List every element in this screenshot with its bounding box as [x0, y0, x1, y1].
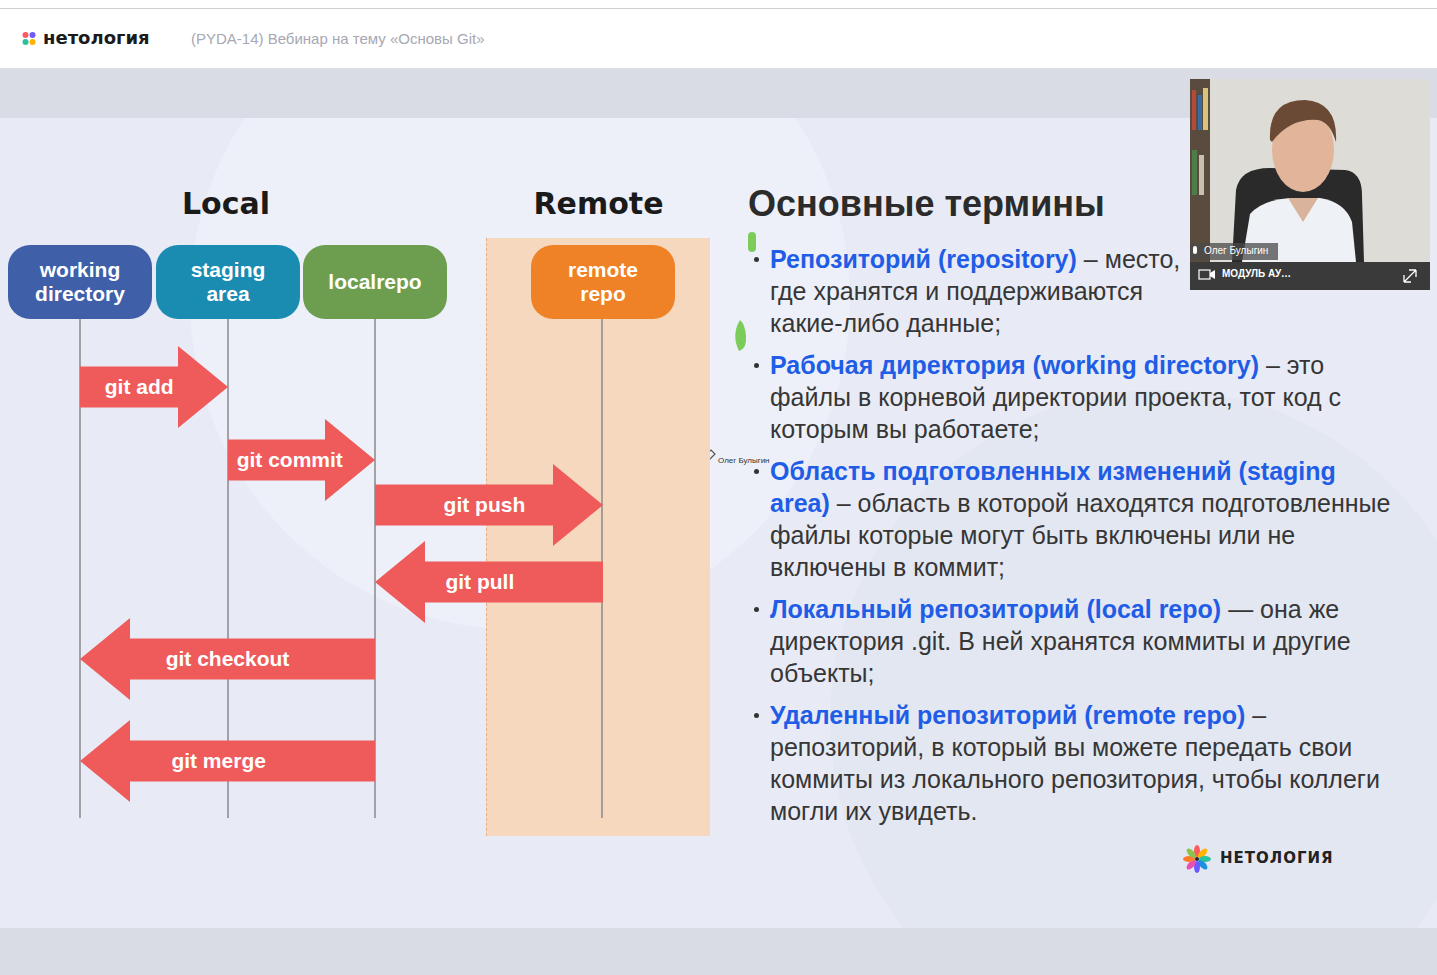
highlight-mark [735, 320, 746, 351]
bullet-dot [754, 713, 759, 718]
bullet-dot [754, 257, 759, 262]
term-name: Рабочая директория (working directory) [770, 351, 1259, 379]
command-arrow [375, 541, 603, 623]
term-name: Удаленный репозиторий (remote repo) [770, 701, 1245, 729]
region-heading: Remote [487, 186, 710, 222]
box-label: working directory [24, 258, 136, 306]
top-rule [0, 8, 1437, 9]
webinar-title: (PYDA-14) Вебинар на тему «Основы Git» [191, 30, 485, 47]
group-heading: Local [146, 186, 306, 222]
command-label: git add [105, 375, 174, 399]
command-arrow [80, 346, 228, 428]
stage-box: remote repo [531, 245, 675, 319]
box-label: staging area [172, 258, 284, 306]
command-label: git push [444, 493, 526, 517]
cursor-name: Олег Булыгин [718, 456, 770, 465]
logo-icon [23, 32, 36, 45]
command-arrow [80, 618, 375, 700]
brand-logo: нетология [43, 27, 150, 48]
bullet-dot [754, 469, 759, 474]
footer-logo: НЕТОЛОГИЯ [1220, 849, 1334, 867]
highlight-mark [748, 232, 756, 252]
command-label: git checkout [166, 647, 290, 671]
command-arrow [80, 720, 375, 802]
remote-region: Remoteremote repo [486, 238, 710, 836]
footer-logo-icon [1183, 845, 1211, 873]
term-name: Репозиторий (repository) [770, 245, 1077, 273]
video-overlay [1190, 79, 1430, 290]
term-item: Репозиторий (repository)– место, где хра… [770, 243, 1400, 339]
slide-heading: Основные термины [748, 183, 1105, 225]
term-item: Область подготовленных изменений (stagin… [770, 455, 1400, 583]
term-definition: – область в которой находятся подготовле… [770, 489, 1390, 581]
term-name: Локальный репозиторий (local repo) [770, 595, 1221, 623]
gray-band [0, 928, 1437, 975]
term-item: Локальный репозиторий (local repo)— она … [770, 593, 1400, 689]
speaker-name: Олег Булыгин [1204, 245, 1268, 256]
command-arrow [375, 464, 603, 546]
bullet-dot [754, 607, 759, 612]
window-title: МОДУЛЬ АУ… [1222, 268, 1291, 279]
stage-box: staging area [156, 245, 300, 319]
box-label: remote repo [547, 258, 659, 306]
slide-decoration [190, 118, 1437, 928]
command-label: git pull [445, 570, 514, 594]
term-item: Рабочая директория (working directory)– … [770, 349, 1400, 445]
bullet-dot [754, 363, 759, 368]
stage-box: working directory [8, 245, 152, 319]
stage-box: localrepo [303, 245, 447, 319]
box-label: localrepo [328, 270, 421, 294]
command-label: git commit [237, 448, 343, 472]
term-item: Удаленный репозиторий (remote repo)– реп… [770, 699, 1400, 827]
command-label: git merge [171, 749, 266, 773]
command-arrow [228, 419, 375, 501]
